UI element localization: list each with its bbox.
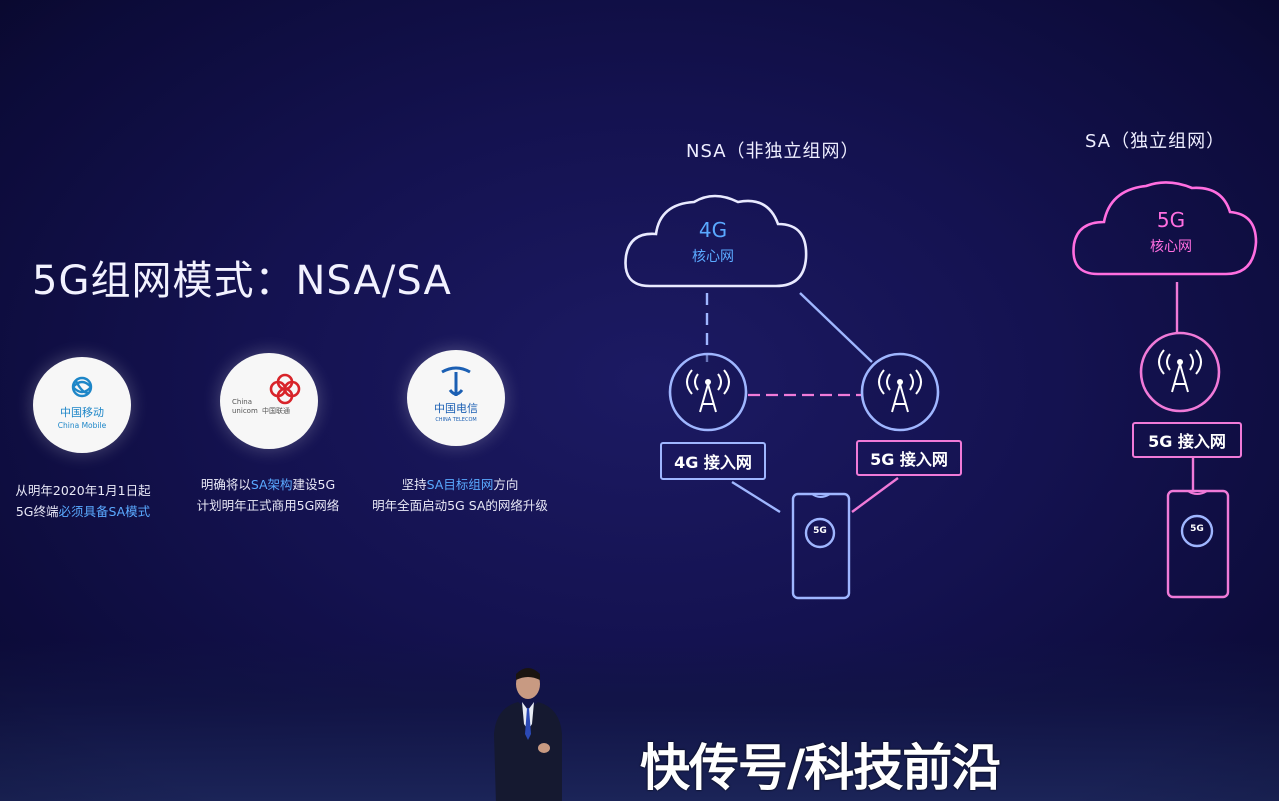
sa-phone-icon bbox=[1166, 489, 1230, 599]
nsa-phone-icon bbox=[791, 492, 851, 600]
nsa-line-4g-phone bbox=[731, 480, 781, 514]
sa-cloud-line2: 核心网 bbox=[1150, 239, 1192, 255]
sa-cloud-line1: 5G bbox=[1156, 208, 1186, 232]
nsa-line-cloud-5g-tower bbox=[799, 292, 873, 363]
sa-cloud-label: 5G 核心网 bbox=[1126, 208, 1216, 256]
sa-5g-tower-icon bbox=[1139, 331, 1221, 413]
watermark-text: 快传号/科技前沿 bbox=[640, 739, 1001, 797]
nsa-5g-tower-icon bbox=[860, 352, 940, 432]
nsa-cloud-line1: 4G bbox=[698, 218, 728, 242]
nsa-cloud-label: 4G 核心网 bbox=[668, 218, 758, 266]
nsa-5g-access-box: 5G 接入网 bbox=[856, 440, 962, 476]
nsa-4g-tower-icon bbox=[668, 352, 748, 432]
speaker-figure bbox=[494, 668, 562, 801]
nsa-cloud-line2: 核心网 bbox=[692, 249, 734, 265]
sa-5g-access-box: 5G 接入网 bbox=[1132, 422, 1242, 458]
nsa-phone-badge: 5G bbox=[813, 526, 827, 536]
nsa-line-5g-phone bbox=[851, 477, 899, 513]
nsa-4g-access-box: 4G 接入网 bbox=[660, 442, 766, 480]
sa-phone-badge: 5G bbox=[1190, 524, 1204, 534]
